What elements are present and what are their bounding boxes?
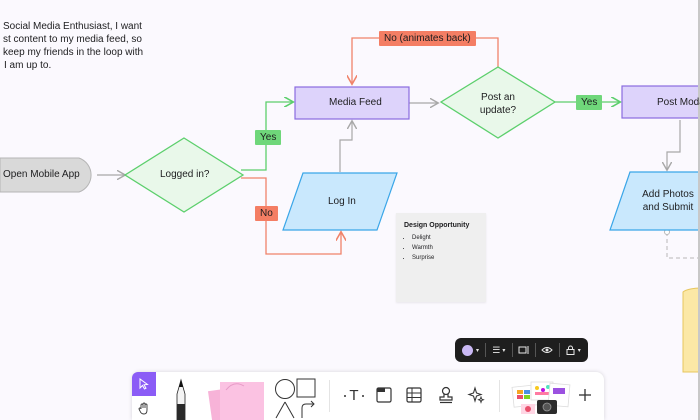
post-update-line-2: update?	[479, 105, 517, 116]
sparkle-widget-icon	[467, 386, 485, 404]
shapes-tool-button[interactable]	[272, 376, 320, 420]
user-story-line: keep my friends in the loop with	[3, 47, 144, 58]
no-tag-logged-in[interactable]: No	[255, 206, 278, 221]
add-photos-io[interactable]	[609, 171, 700, 231]
user-story-line: Social Media Enthusiast, I want	[3, 21, 142, 32]
pen-icon	[176, 378, 186, 420]
eye-icon	[541, 347, 554, 353]
post-update-line-1: Post an	[481, 92, 515, 103]
sticky-notes-tool-button[interactable]	[204, 376, 270, 420]
creation-toolbar: T	[132, 372, 604, 420]
visibility-button[interactable]	[541, 338, 554, 362]
connector-login-to-feed[interactable]	[339, 122, 352, 172]
widgets-tool-button[interactable]	[466, 385, 486, 405]
sticky-list: Delight Warmth Surprise	[402, 233, 434, 263]
svg-text:T: T	[349, 387, 358, 404]
stamp-icon	[439, 386, 453, 404]
add-photos-label: Add Photos and Submit	[637, 188, 699, 214]
media-feed-label: Media Feed	[329, 97, 382, 108]
color-swatch-icon	[462, 344, 474, 356]
chevron-down-icon: ▾	[577, 347, 581, 354]
toolbar-divider	[499, 380, 500, 412]
stamp-tool-button[interactable]	[436, 385, 456, 405]
plus-icon	[579, 389, 591, 401]
templates-collage-icon	[511, 381, 571, 414]
log-in-io[interactable]	[282, 172, 398, 231]
resize-icon	[518, 346, 529, 354]
right-edge-divider	[698, 0, 700, 420]
lock-icon	[566, 345, 575, 355]
color-picker-button[interactable]: ▾	[461, 338, 480, 362]
yes-tag-logged-in[interactable]: Yes	[255, 130, 282, 145]
connector-logged-no[interactable]	[241, 177, 341, 255]
format-bar-separator	[535, 343, 537, 357]
post-modal-process[interactable]	[621, 85, 700, 119]
align-lines-icon: ☰	[492, 344, 501, 355]
user-story-text[interactable]: Social Media Enthusiast, I want st conte…	[3, 20, 143, 72]
add-more-button[interactable]	[574, 385, 596, 405]
sticky-notes-icon	[207, 382, 264, 420]
connector-modal-to-photos[interactable]	[667, 120, 681, 169]
table-icon	[406, 387, 422, 403]
database-cylinder[interactable]	[682, 287, 700, 373]
chevron-down-icon: ▾	[476, 347, 480, 354]
design-opportunity-sticky[interactable]: Design Opportunity Delight Warmth Surpri…	[396, 213, 486, 302]
connector-photos-dashed	[666, 232, 700, 259]
add-photos-line-2: and Submit	[642, 202, 694, 213]
text-tool-button[interactable]: T	[342, 385, 366, 405]
format-bar-separator	[485, 343, 486, 357]
shape-format-bar: ▾ ☰ ▾ ▾	[455, 338, 588, 362]
sticky-title: Design Opportunity	[404, 222, 470, 229]
user-story-line: st content to my media feed, so	[3, 34, 142, 45]
format-bar-separator	[511, 343, 513, 357]
table-tool-button[interactable]	[404, 385, 424, 405]
add-photos-line-1: Add Photos	[642, 189, 694, 200]
format-bar-separator	[558, 343, 560, 357]
templates-tool-button[interactable]	[510, 378, 574, 418]
sticky-item: Warmth	[412, 243, 434, 253]
user-story-line: I am up to.	[4, 60, 52, 71]
logged-in-label: Logged in?	[160, 169, 210, 180]
hand-tool-button[interactable]	[132, 396, 156, 420]
yes-tag-post[interactable]: Yes	[576, 95, 603, 110]
lock-button[interactable]: ▾	[565, 338, 582, 362]
media-feed-process[interactable]	[294, 86, 410, 120]
logged-in-decision[interactable]	[123, 137, 245, 213]
text-icon: T	[344, 387, 364, 404]
hand-icon	[138, 402, 148, 414]
log-in-label: Log In	[328, 196, 356, 207]
no-animates-back-tag[interactable]: No (animates back)	[379, 31, 476, 46]
post-modal-label: Post Moda	[657, 97, 700, 108]
open-app-label: Open Mobile App	[3, 169, 80, 180]
select-tool-button[interactable]	[132, 372, 156, 396]
post-update-label: Post an update?	[470, 91, 526, 117]
section-tool-button[interactable]	[374, 385, 394, 405]
open-app-terminal[interactable]	[0, 157, 92, 193]
cursor-arrow-icon	[139, 378, 149, 390]
chevron-down-icon: ▾	[502, 347, 506, 354]
post-update-decision[interactable]	[439, 66, 557, 139]
section-frame-icon	[376, 387, 392, 403]
sticky-item: Surprise	[412, 253, 434, 263]
shapes-icon	[275, 378, 316, 419]
align-menu-button[interactable]: ☰ ▾	[491, 338, 507, 362]
pen-tool-button[interactable]	[168, 378, 194, 420]
toolbar-divider	[329, 380, 330, 412]
resize-button[interactable]	[518, 338, 531, 362]
sticky-item: Delight	[412, 233, 434, 243]
